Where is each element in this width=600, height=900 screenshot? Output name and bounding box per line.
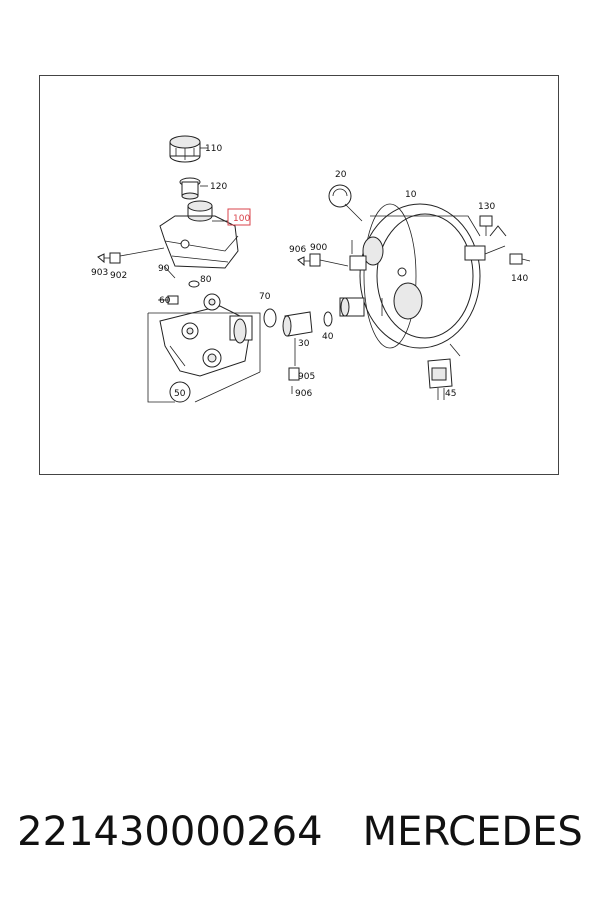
callout-circle-50 [169, 381, 191, 403]
callout-110: 110 [205, 144, 222, 154]
highlight-box [227, 208, 251, 226]
callout-900: 900 [310, 243, 327, 253]
callout-90: 90 [158, 264, 170, 274]
callout-80: 80 [200, 275, 212, 285]
diagram-drawing: 110 120 100 20 10 130 906 900 903 902 90… [91, 135, 531, 403]
callout-140: 140 [511, 274, 528, 284]
screw-903-part [97, 247, 165, 264]
sensor-45-part [427, 343, 461, 400]
callout-130: 130 [478, 202, 495, 212]
callout-45: 45 [445, 389, 456, 399]
parts-diagram: 110 120 100 20 10 130 906 900 903 902 90… [39, 75, 559, 475]
pin-90-part [158, 265, 200, 305]
bolt-130-part [479, 215, 493, 227]
callout-10: 10 [405, 190, 417, 200]
callout-40: 40 [322, 332, 334, 342]
screw-906-part [297, 253, 349, 267]
callout-50: 50 [174, 389, 186, 399]
seal-ring-70-part [263, 308, 277, 328]
part-number: 221430000264 [17, 809, 323, 855]
strainer-part [179, 177, 208, 200]
callout-906-top: 906 [289, 245, 306, 255]
callout-902: 902 [110, 271, 127, 281]
callout-60: 60 [159, 296, 171, 306]
callout-120: 120 [210, 182, 227, 192]
callout-20: 20 [335, 170, 347, 180]
reservoir-cap-part [169, 135, 208, 163]
brake-booster-part [339, 203, 531, 349]
caption-bar: 221430000264 MERCEDES [0, 800, 600, 864]
callout-906-bottom: 906 [295, 389, 312, 399]
reservoir-part [159, 200, 239, 269]
callout-903: 903 [91, 268, 108, 278]
callout-30: 30 [298, 339, 310, 349]
callout-70: 70 [259, 292, 271, 302]
callout-100: 100 [233, 214, 250, 224]
clamp-20-part [328, 184, 363, 222]
sensor-30-part [282, 311, 333, 394]
callout-905: 905 [298, 372, 315, 382]
master-cylinder-part [147, 293, 261, 403]
brand-name: MERCEDES [362, 809, 583, 855]
